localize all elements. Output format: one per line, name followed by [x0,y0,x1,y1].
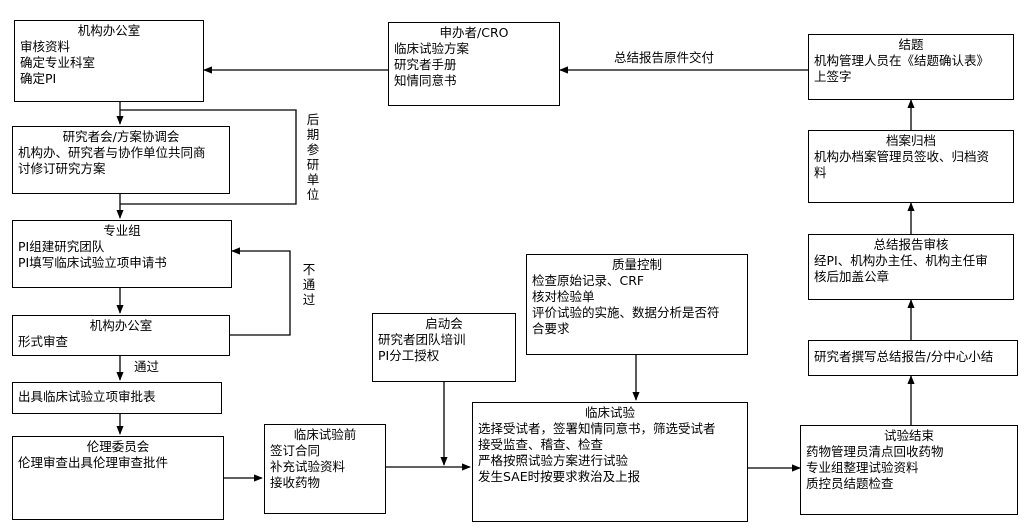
node-line: 机构办、研究者与协作单位共同商 [18,145,206,160]
node-line: PI分工授权 [378,348,440,363]
node-line: 专业组整理试验资料 [806,460,919,475]
node-pre-trial: 临床试验前 签订合同 补充试验资料 接收药物 [264,424,386,514]
node-report-review: 总结报告审核 经PI、机构办主任、机构主任审 核后加盖公章 [808,234,1014,300]
node-title: 专业组 [103,223,141,238]
node-institution-office-formal: 机构办公室 形式审查 [12,315,230,356]
node-line: 机构管理人员在《结题确认表》 [814,53,990,68]
node-clinical-trial: 临床试验 选择受试者，签署知情同意书，筛选受试者 接受监查、稽查、检查 严格按照… [472,402,748,522]
node-line: 研究者团队培训 [378,332,466,347]
node-line: 临床试验方案 [394,41,470,56]
node-line: 机构办档案管理员签收、归档资 [814,149,990,164]
node-institution-office-review: 机构办公室 审核资料 确定专业科室 确定PI [14,20,204,102]
node-title: 总结报告审核 [873,237,949,252]
node-title: 研究者会/方案协调会 [62,129,180,144]
node-line: PI填写临床试验立项申请书 [18,255,167,270]
node-investigator-meeting: 研究者会/方案协调会 机构办、研究者与协作单位共同商 讨修订研究方案 [12,126,230,194]
node-title: 机构办公室 [89,318,153,333]
node-line: 形式审查 [18,334,69,349]
node-archiving: 档案归档 机构办档案管理员签收、归档资 料 [808,130,1014,203]
node-title: 伦理委员会 [86,439,150,454]
node-line: 伦理审查出具伦理审查批件 [18,455,169,470]
edge-label-not-pass: 不通过 [302,262,316,307]
node-line: 讨修订研究方案 [18,161,106,176]
node-trial-end: 试验结束 药物管理员清点回收药物 专业组整理试验资料 质控员结题检查 [800,425,1018,515]
node-title: 临床试验 [584,405,635,420]
node-line: 选择受试者，签署知情同意书，筛选受试者 [478,421,716,436]
node-line: 质控员结题检查 [806,476,894,491]
node-line: 经PI、机构办主任、机构主任审 [814,253,988,268]
node-line: 评价试验的实施、数据分析是否符 [532,305,720,320]
node-sponsor-cro: 申办者/CRO 临床试验方案 研究者手册 知情同意书 [388,22,560,106]
node-line: 料 [814,165,827,180]
node-issue-approval: 出具临床试验立项审批表 [12,382,222,414]
node-quality-control: 质量控制 检查原始记录、CRF 核对检验单 评价试验的实施、数据分析是否符 合要… [526,254,748,355]
node-line: 确定专业科室 [20,55,96,70]
node-line: 严格按照试验方案进行试验 [478,453,629,468]
node-title: 机构办公室 [77,23,141,38]
node-line: 确定PI [20,71,57,86]
node-line: 补充试验资料 [270,459,346,474]
node-title: 申办者/CRO [439,25,509,40]
node-kickoff-meeting: 启动会 研究者团队培训 PI分工授权 [372,313,516,382]
node-line: 核对检验单 [532,289,595,304]
node-title: 启动会 [425,316,463,331]
edge-label-report-delivery: 总结报告原件交付 [614,50,715,65]
node-line: 审核资料 [20,39,71,54]
loop-late-join [120,109,297,205]
node-line: 核后加盖公章 [814,269,890,284]
node-line: 接收药物 [270,475,321,490]
node-title: 质量控制 [611,257,662,272]
node-line: 出具临床试验立项审批表 [18,389,156,404]
loop-not-pass [230,247,291,336]
node-line: PI组建研究团队 [18,239,105,254]
node-specialty-group: 专业组 PI组建研究团队 PI填写临床试验立项申请书 [12,220,232,288]
node-line: 上签字 [814,69,852,84]
node-title: 临床试验前 [293,427,357,442]
node-line: 接受监查、稽查、检查 [478,437,604,452]
node-line: 签订合同 [270,443,321,458]
node-line: 发生SAE时按要求救治及上报 [478,469,641,484]
node-title: 试验结束 [883,428,934,443]
edge-label-late-join: 后期参研单位 [306,112,320,202]
node-line: 药物管理员清点回收药物 [806,444,944,459]
node-line: 研究者撰写总结报告/分中心小结 [814,349,994,364]
node-write-summary: 研究者撰写总结报告/分中心小结 [808,340,1018,376]
node-ethics-committee: 伦理委员会 伦理审查出具伦理审查批件 [12,436,224,520]
node-line: 检查原始记录、CRF [532,273,645,288]
node-title: 档案归档 [885,133,936,148]
node-line: 合要求 [532,321,570,336]
edge-label-pass: 通过 [134,359,160,374]
node-line: 知情同意书 [394,73,457,88]
node-line: 研究者手册 [394,57,457,72]
node-closure: 结题 机构管理人员在《结题确认表》 上签字 [808,34,1014,100]
node-title: 结题 [898,37,924,52]
